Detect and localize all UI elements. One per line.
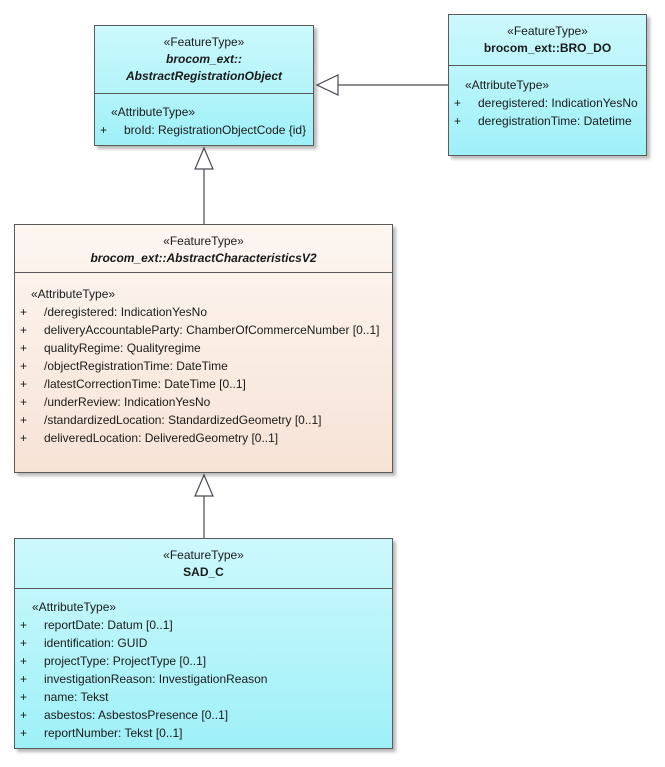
attribute-text: reportNumber: Tekst [0..1] [44,726,183,740]
visibility-marker: + [20,305,28,319]
generalization-arrowhead-sad-c [194,473,214,497]
attribute-text: broId: RegistrationObjectCode {id} [124,123,307,137]
attribute-row[interactable]: + reportNumber: Tekst [0..1] [20,724,392,742]
attribute-compartment: «AttributeType» + deregistered: Indicati… [449,66,646,130]
attribute-row[interactable]: + /underReview: IndicationYesNo [20,393,392,411]
class-bro-do[interactable]: «FeatureType» brocom_ext::BRO_DO «Attrib… [448,14,647,156]
visibility-marker: + [20,672,28,686]
attribute-stereotype: «AttributeType» [111,105,196,119]
generalization-arrowhead-characteristics [194,146,214,170]
attribute-row[interactable]: + deregistrationTime: Datetime [454,112,646,130]
attribute-text: name: Tekst [44,690,109,704]
attribute-text: asbestos: AsbestosPresence [0..1] [44,708,229,722]
attribute-text: /underReview: IndicationYesNo [44,395,211,409]
visibility-marker: + [20,636,28,650]
class-header: «FeatureType» brocom_ext:: AbstractRegis… [95,26,313,94]
attribute-text: qualityRegime: Qualityregime [44,341,201,355]
attribute-compartment: «AttributeType» + /deregistered: Indicat… [15,273,392,447]
visibility-marker: + [454,96,462,110]
class-name: SAD_C [183,565,224,579]
attribute-stereotype: «AttributeType» [32,600,117,614]
visibility-marker: + [20,708,28,722]
attribute-text: deliveryAccountableParty: ChamberOfComme… [44,323,380,337]
class-abstract-characteristics-v2[interactable]: «FeatureType» brocom_ext::AbstractCharac… [14,224,393,473]
visibility-marker: + [20,377,28,391]
class-name: brocom_ext::BRO_DO [483,41,612,55]
class-name: brocom_ext::AbstractCharacteristicsV2 [90,251,317,265]
attribute-row[interactable]: + /standardizedLocation: StandardizedGeo… [20,411,392,429]
attribute-row[interactable]: + name: Tekst [20,688,392,706]
attribute-row[interactable]: + reportDate: Datum [0..1] [20,616,392,634]
attribute-text: deregistrationTime: Datetime [478,114,632,128]
class-header: «FeatureType» brocom_ext::AbstractCharac… [15,225,392,273]
visibility-marker: + [100,123,108,137]
class-name-line1: brocom_ext:: [165,52,242,66]
attribute-row[interactable]: + qualityRegime: Qualityregime [20,339,392,357]
visibility-marker: + [20,413,28,427]
attribute-row[interactable]: + /deregistered: IndicationYesNo [20,303,392,321]
visibility-marker: + [20,690,28,704]
attribute-text: projectType: ProjectType [0..1] [44,654,207,668]
attribute-text: reportDate: Datum [0..1] [44,618,173,632]
attribute-row[interactable]: + /latestCorrectionTime: DateTime [0..1] [20,375,392,393]
class-header: «FeatureType» SAD_C [15,539,392,589]
attribute-row[interactable]: + identification: GUID [20,634,392,652]
visibility-marker: + [454,114,462,128]
attribute-row[interactable]: + /objectRegistrationTime: DateTime [20,357,392,375]
class-stereotype: «FeatureType» [163,35,245,49]
class-header: «FeatureType» brocom_ext::BRO_DO [449,15,646,66]
attribute-text: identification: GUID [44,636,148,650]
attribute-stereotype: «AttributeType» [465,78,550,92]
class-stereotype: «FeatureType» [507,24,588,38]
visibility-marker: + [20,654,28,668]
attribute-text: deliveredLocation: DeliveredGeometry [0.… [44,431,279,445]
attribute-row[interactable]: + deregistered: IndicationYesNo [454,94,646,112]
class-abstract-registration-object[interactable]: «FeatureType» brocom_ext:: AbstractRegis… [94,25,314,146]
attribute-text: /deregistered: IndicationYesNo [44,305,207,319]
visibility-marker: + [20,359,28,373]
attribute-text: /latestCorrectionTime: DateTime [0..1] [44,377,246,391]
class-sad-c[interactable]: «FeatureType» SAD_C «AttributeType» + re… [14,538,393,749]
class-stereotype: «FeatureType» [163,234,244,248]
visibility-marker: + [20,323,28,337]
attribute-text: investigationReason: InvestigationReason [44,672,268,686]
attribute-row[interactable]: + deliveryAccountableParty: ChamberOfCom… [20,321,392,339]
generalization-arrowhead-bro-do [315,74,339,96]
attribute-row[interactable]: + investigationReason: InvestigationReas… [20,670,392,688]
attribute-row[interactable]: + broId: RegistrationObjectCode {id} [100,121,313,139]
class-name-line2: AbstractRegistrationObject [125,69,283,83]
attribute-text: /standardizedLocation: StandardizedGeome… [44,413,322,427]
attribute-compartment: «AttributeType» + broId: RegistrationObj… [95,94,313,139]
attribute-compartment: «AttributeType» + reportDate: Datum [0..… [15,589,392,742]
class-stereotype: «FeatureType» [163,548,244,562]
visibility-marker: + [20,341,28,355]
attribute-row[interactable]: + deliveredLocation: DeliveredGeometry [… [20,429,392,447]
visibility-marker: + [20,431,28,445]
attribute-text: deregistered: IndicationYesNo [478,96,638,110]
attribute-stereotype: «AttributeType» [31,287,116,301]
attribute-row[interactable]: + projectType: ProjectType [0..1] [20,652,392,670]
attribute-row[interactable]: + asbestos: AsbestosPresence [0..1] [20,706,392,724]
visibility-marker: + [20,618,28,632]
visibility-marker: + [20,726,28,740]
visibility-marker: + [20,395,28,409]
attribute-text: /objectRegistrationTime: DateTime [44,359,228,373]
